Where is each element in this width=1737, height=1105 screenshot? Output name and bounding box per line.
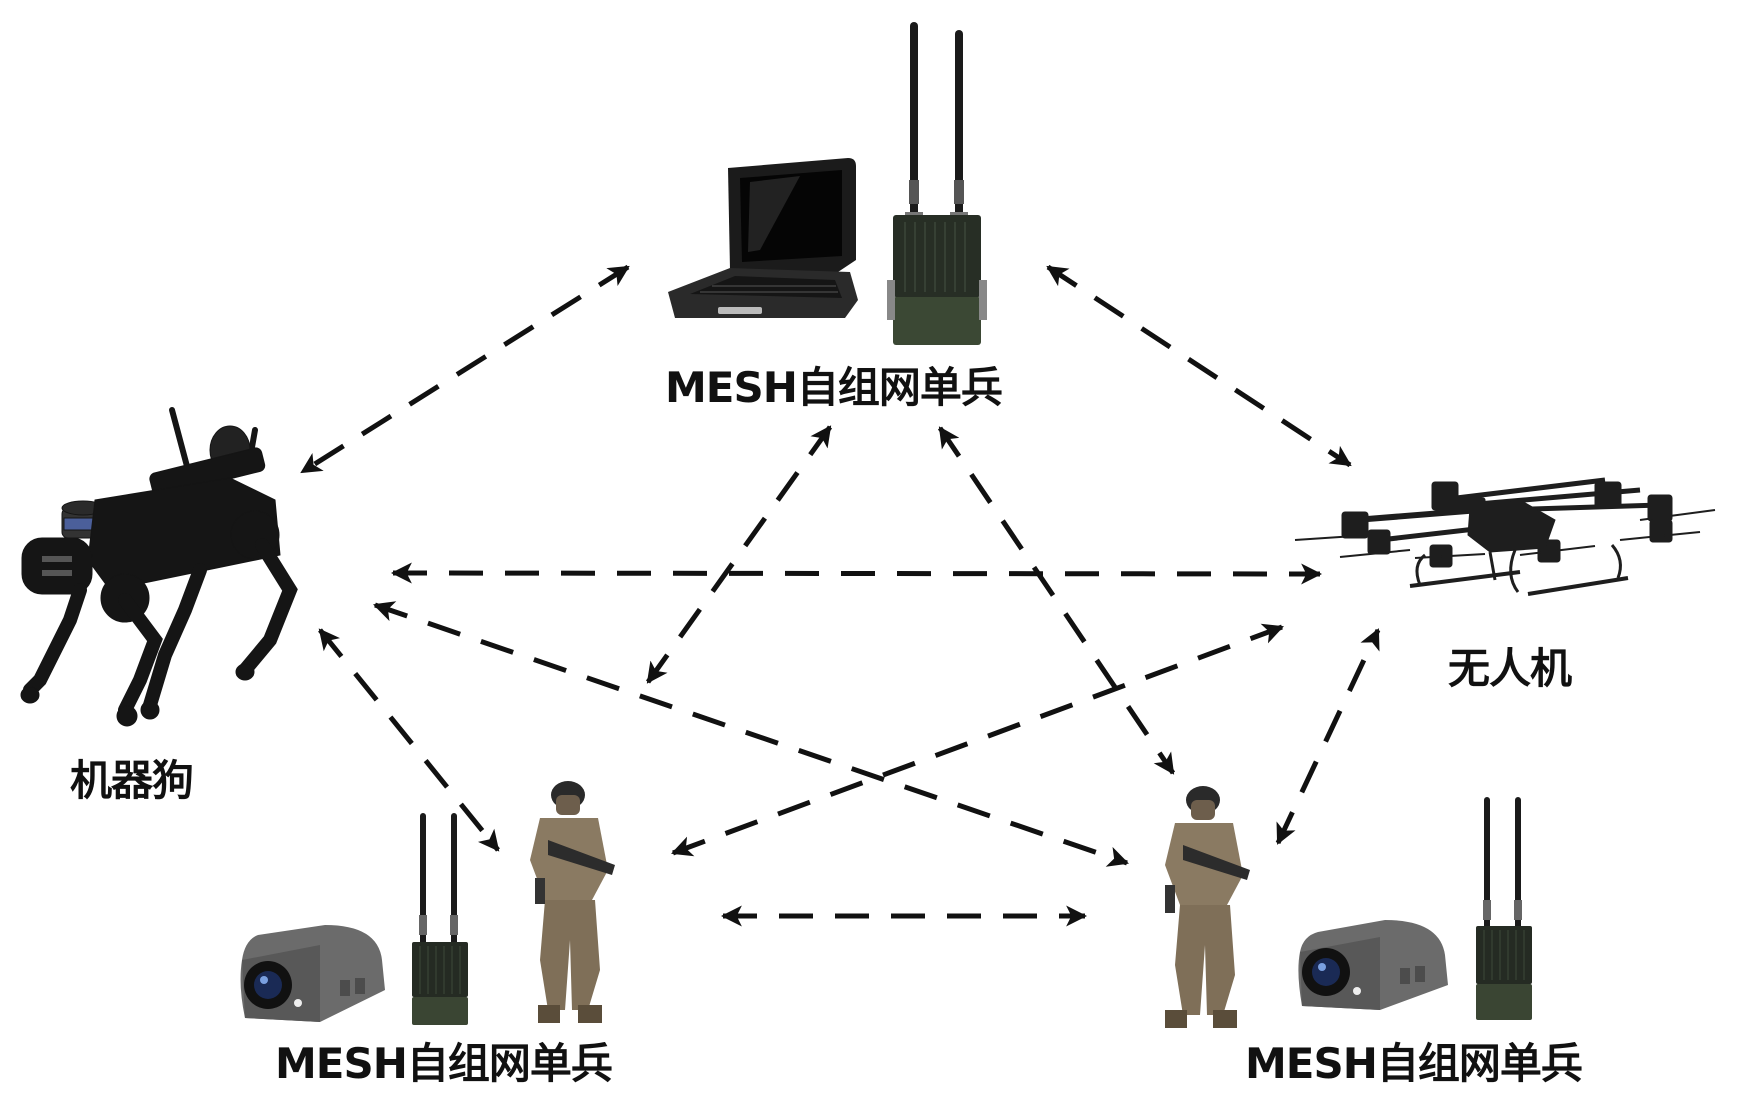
- connection-arrow-robot-dog-drone: [390, 562, 1323, 585]
- laptop-icon: [668, 158, 858, 318]
- soldier-right-label: MESH自组网单兵: [1245, 1039, 1583, 1088]
- robot-dog-label: 机器狗: [70, 756, 194, 805]
- robot-dog-icon: [20, 407, 298, 727]
- soldier-icon: [1165, 786, 1250, 1028]
- drone-icon: [1294, 477, 1716, 596]
- command-node-label: MESH自组网单兵: [665, 363, 1003, 412]
- camera-icon: [240, 925, 385, 1022]
- mesh-radio-icon: [412, 813, 468, 1025]
- connection-arrow-command-drone: [1046, 264, 1352, 468]
- mesh-radio-icon: [1476, 797, 1532, 1020]
- connection-arrow-command-robot-dog: [300, 264, 630, 475]
- soldier-left-label: MESH自组网单兵: [275, 1039, 613, 1088]
- soldier-icon: [530, 781, 615, 1023]
- connection-arrow-robot-dog-soldier-left: [318, 628, 500, 852]
- camera-icon: [1298, 920, 1448, 1010]
- drone-label: 无人机: [1448, 644, 1572, 693]
- connection-arrow-soldier-right-drone: [1275, 628, 1381, 845]
- mesh-radio-icon: [887, 22, 987, 345]
